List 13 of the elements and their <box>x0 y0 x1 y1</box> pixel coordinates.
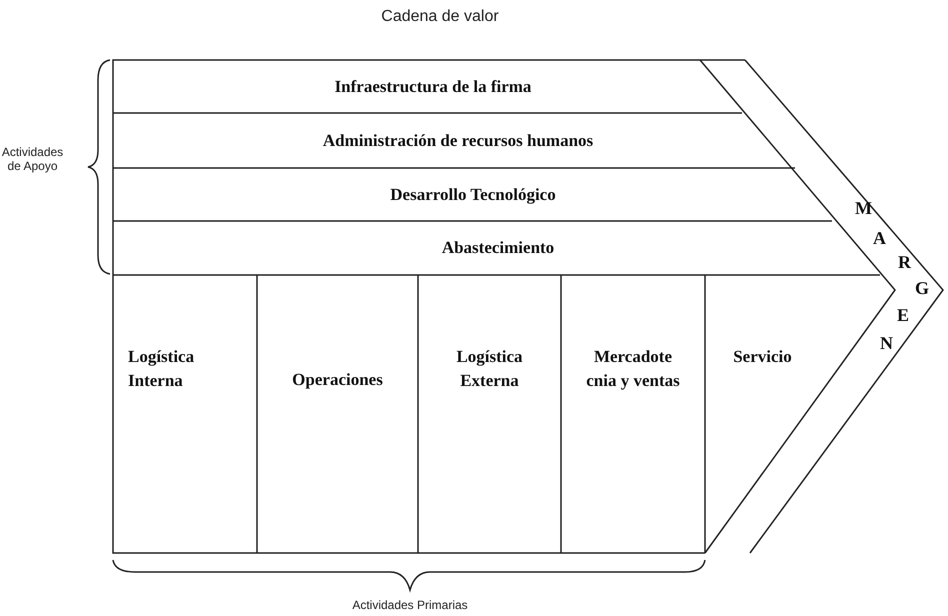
brace-label: Actividades Primarias <box>351 598 469 612</box>
activity-name: Desarrollo Tecnológico <box>390 184 556 204</box>
activity-name: Infraestructura de la firma <box>334 76 532 96</box>
activity-name: Administración de recursos humanos <box>322 130 594 150</box>
activity-name: Operaciones <box>292 369 383 391</box>
activity-name: Abastecimiento <box>442 238 554 258</box>
activity-name: Servicio <box>733 346 792 368</box>
margin-label: MARGEN <box>840 190 935 360</box>
brace-label: Actividades de Apoyo <box>0 145 64 173</box>
activity-name: Logística Externa <box>455 346 524 392</box>
activity-name: Logística Interna <box>128 346 196 392</box>
activity-name: Mercadote cnia y ventas <box>585 346 681 392</box>
diagram-title: Cadena de valor <box>380 8 500 26</box>
